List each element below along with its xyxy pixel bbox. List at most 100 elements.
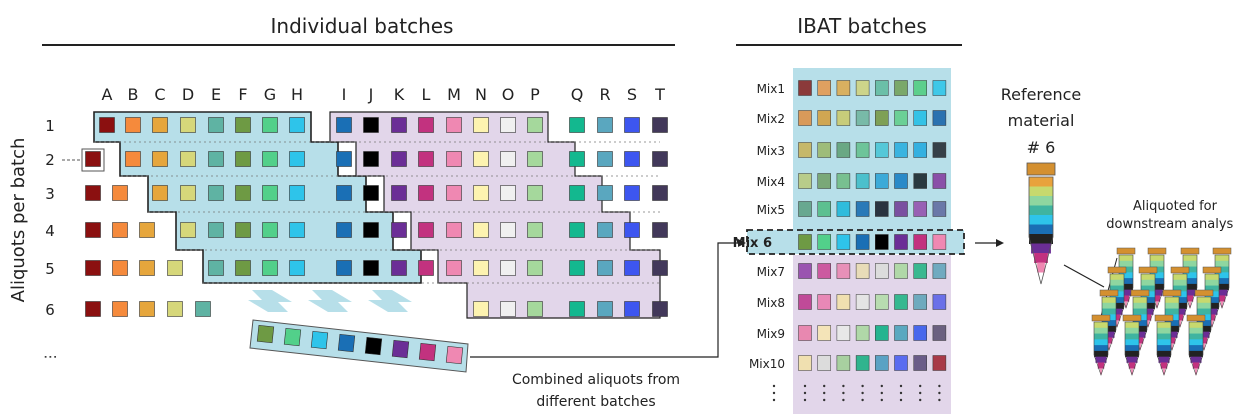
left-stack-B-6 <box>112 301 128 317</box>
aliquot-tube-icon <box>1180 247 1200 309</box>
aliquot-tube-icon <box>1154 314 1174 376</box>
aliquot-M-5 <box>446 260 462 276</box>
reference-line3: # 6 <box>1027 138 1056 157</box>
aliquot-D-2 <box>180 151 196 167</box>
mix2-aliquot-5 <box>875 110 889 126</box>
aliquot-I-2 <box>336 151 352 167</box>
combine-arrow-3 <box>368 290 412 312</box>
combined-aliquot-strip <box>249 319 469 373</box>
mix2-aliquot-2 <box>817 110 831 126</box>
left-stack-C-6 <box>139 301 155 317</box>
left-stack-E-6 <box>195 301 211 317</box>
mix3-aliquot-2 <box>817 142 831 158</box>
column-letter-D: D <box>182 85 194 104</box>
ibat-continuation-dot <box>823 391 826 395</box>
combine-arrow-2 <box>308 290 352 312</box>
column-letter-O: O <box>502 85 515 104</box>
mix6-aliquot-1 <box>798 234 812 250</box>
aliquot-K-4 <box>391 222 407 238</box>
reference-tube-band-9 <box>1034 253 1048 263</box>
ibat-continuation-dot <box>861 391 864 395</box>
aliquot-O-3 <box>500 185 516 201</box>
aliquot-B-2 <box>125 151 141 167</box>
aliquot-O-5 <box>500 260 516 276</box>
aliquot-tube-icon <box>1138 266 1158 328</box>
left-stack-A-5 <box>85 260 101 276</box>
left-stack-D-6 <box>167 301 183 317</box>
aliquot-L-4 <box>418 222 434 238</box>
mix9-aliquot-4 <box>855 325 870 341</box>
mix7-aliquot-5 <box>875 263 889 279</box>
aliquot-F-3 <box>235 185 251 201</box>
reference-tube-band-10 <box>1037 262 1045 273</box>
column-letter-C: C <box>154 85 165 104</box>
combined-aliquot-F <box>256 324 275 344</box>
mix6-aliquot-4 <box>855 234 870 250</box>
column-letter-B: B <box>128 85 139 104</box>
ibat-continuation-dot <box>880 398 883 402</box>
mix-label-10: Mix10 <box>749 357 785 371</box>
aliquot-L-5 <box>418 260 434 276</box>
mix10-aliquot-3 <box>836 355 851 371</box>
aliquot-N-3 <box>473 185 489 201</box>
aliquot-D-3 <box>180 185 196 201</box>
mix2-aliquot-3 <box>836 110 851 126</box>
mix6-aliquot-6 <box>894 234 908 250</box>
reference-tube-band-3 <box>1029 196 1053 206</box>
combined-strip-band <box>249 319 469 373</box>
column-letter-F: F <box>238 85 247 104</box>
aliquot-I-1 <box>336 117 352 133</box>
combined-aliquot-H <box>310 330 329 350</box>
aliquot-J-4 <box>363 222 379 238</box>
aliquot-L-2 <box>418 151 434 167</box>
aliquot-S-2 <box>624 151 640 167</box>
ibat-continuation-dot <box>919 384 922 388</box>
ibat-continuation-dot <box>823 398 826 402</box>
row-number-6: 6 <box>45 301 55 319</box>
left-stack-D-5 <box>167 260 183 276</box>
mix2-aliquot-6 <box>894 110 908 126</box>
aliquot-M-4 <box>446 222 462 238</box>
combined-aliquot-L <box>418 342 437 362</box>
mix-label-4: Mix4 <box>757 175 785 189</box>
row-number-4: 4 <box>45 222 55 240</box>
ibat-batches-title: IBAT batches <box>797 14 927 38</box>
ibat-continuation-dot <box>861 384 864 388</box>
column-letter-K: K <box>394 85 405 104</box>
reference-tube-band-6 <box>1029 224 1053 235</box>
aliquot-K-1 <box>391 117 407 133</box>
aliquot-D-1 <box>180 117 196 133</box>
reference-tube-band-7 <box>1029 234 1053 244</box>
mix5-aliquot-5 <box>875 201 889 217</box>
reference-tube-cap <box>1026 162 1056 176</box>
aliquot-G-5 <box>262 260 278 276</box>
ibat-continuation-dot <box>899 384 903 388</box>
mix7-aliquot-4 <box>855 263 870 279</box>
left-stack-C-4 <box>139 222 155 238</box>
column-letter-N: N <box>475 85 487 104</box>
aliquot-F-5 <box>235 260 251 276</box>
reference-tube-band-4 <box>1029 205 1053 216</box>
mix1-aliquot-2 <box>817 80 831 96</box>
mix9-aliquot-1 <box>798 325 812 341</box>
column-letter-M: M <box>447 85 461 104</box>
aliquot-G-4 <box>262 222 278 238</box>
aliquot-T-2 <box>652 151 668 167</box>
mix8-aliquot-7 <box>913 294 927 310</box>
ibat-continuation-dot <box>823 384 826 388</box>
mix5-aliquot-8 <box>932 201 947 217</box>
mix2-aliquot-7 <box>913 110 927 126</box>
mix6-aliquot-3 <box>836 234 851 250</box>
combined-aliquot-M <box>445 345 464 365</box>
column-letter-G: G <box>264 85 276 104</box>
mix2-aliquot-8 <box>932 110 947 126</box>
mix10-aliquot-1 <box>798 355 812 371</box>
aliquot-O-1 <box>500 117 516 133</box>
column-letter-R: R <box>599 85 610 104</box>
left-stack-A-6 <box>85 301 101 317</box>
ibat-upper-band <box>793 68 951 233</box>
ibat-continuation-dot <box>803 391 807 395</box>
aliquot-O-2 <box>500 151 516 167</box>
mix1-aliquot-6 <box>894 80 908 96</box>
aliquot-arrow-line <box>1063 264 1105 288</box>
